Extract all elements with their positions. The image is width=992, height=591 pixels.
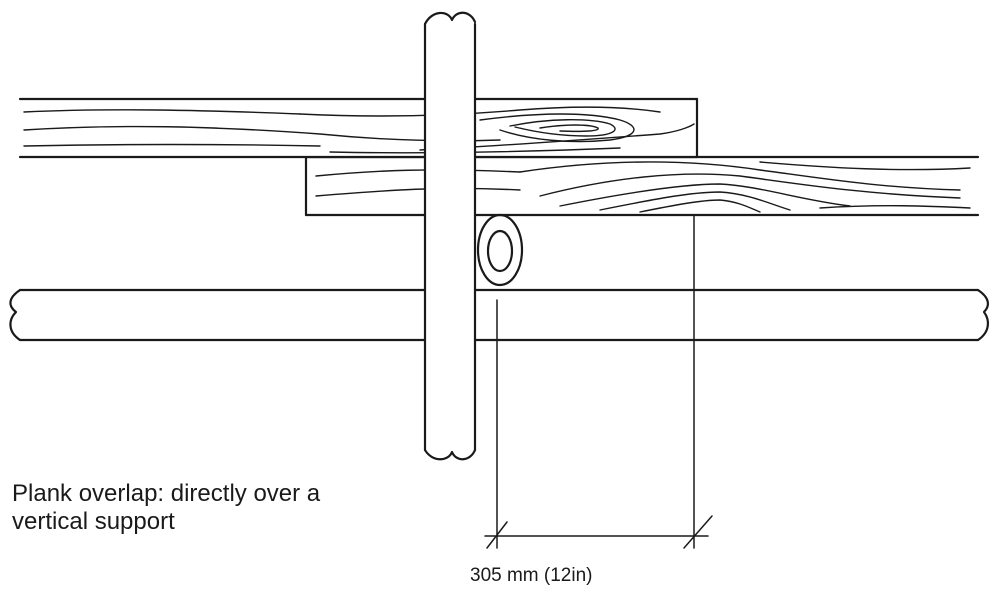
vertical-standard-tube <box>423 11 477 461</box>
caption-line-2: vertical support <box>12 508 175 535</box>
diagram-caption: Plank overlap: directly over a vertical … <box>12 480 320 536</box>
caption-line-1: Plank overlap: directly over a <box>12 480 321 507</box>
ledger-tube <box>9 288 990 342</box>
lower-plank-wood-grain <box>315 161 971 213</box>
lower-plank <box>304 155 980 217</box>
overlap-dimension <box>484 214 713 549</box>
dimension-label: 305 mm (12in) <box>470 565 593 586</box>
upper-plank <box>18 97 699 159</box>
transom-tube-end <box>476 213 524 287</box>
